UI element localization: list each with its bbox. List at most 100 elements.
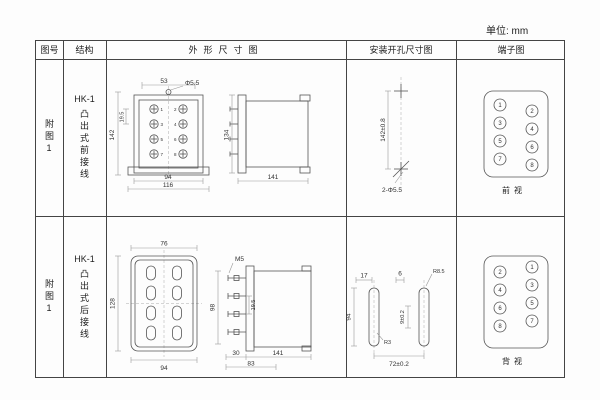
unit-label: 单位: mm [486, 26, 529, 37]
svg-text:5: 5 [161, 137, 164, 142]
svg-text:1: 1 [530, 265, 534, 271]
figure-number: 附图1 [44, 119, 54, 156]
svg-text:3: 3 [498, 121, 502, 127]
svg-text:3: 3 [530, 283, 534, 289]
dim-label: 76 [160, 241, 168, 248]
row2-figure-number-cell: 附图1 [36, 216, 63, 379]
svg-text:8: 8 [498, 324, 502, 330]
table-gridline [63, 41, 64, 377]
dim-label: 141 [273, 350, 284, 357]
dim-label: 53 [160, 78, 168, 85]
dim-label: 142±0.8 [380, 118, 387, 142]
svg-text:6: 6 [498, 306, 502, 312]
dim-label: 6 [398, 271, 402, 278]
row2-structure-cell: HK-1 凸出式后接线 [63, 216, 106, 379]
dim-label: 128 [110, 298, 117, 309]
structure-type: 凸出式前接线 [79, 109, 89, 181]
dim-label: 98 [210, 304, 217, 312]
row1-terminal-diagram: 1 3 5 7 2 4 6 8 前视 [483, 90, 549, 195]
dim-label: M5 [235, 256, 244, 263]
figure-number: 附图1 [44, 279, 54, 316]
dim-label: 19.5 [251, 300, 257, 311]
dim-label: 30 [232, 350, 240, 357]
table-gridline [456, 41, 457, 377]
spec-table: 图号 结构 外形尺寸图 安装开孔尺寸图 端子图 附图1 HK-1 凸出式前接线 [35, 40, 565, 378]
dim-label: Φ5.5 [185, 80, 200, 87]
dim-label: 141 [268, 174, 279, 181]
dim-label: 142 [109, 129, 116, 140]
header-structure: 结构 [75, 45, 94, 55]
table-gridline [36, 216, 564, 217]
svg-text:4: 4 [498, 288, 502, 294]
relay-front-view [127, 89, 210, 176]
svg-text:8: 8 [174, 152, 177, 157]
table-gridline [106, 41, 107, 377]
dim-label: 2-Φ5.5 [382, 187, 402, 194]
dim-label: 72±0.2 [389, 361, 409, 368]
row1-terminal-cell: 1 3 5 7 2 4 6 8 前视 [456, 59, 566, 216]
terminal-circle-numbers: 2 4 6 8 1 3 5 7 [498, 265, 534, 330]
structure-type: 凸出式后接线 [79, 269, 89, 341]
dim-label: 83 [247, 361, 255, 368]
relay-rear-view [130, 255, 198, 352]
dimension-lines [351, 273, 433, 359]
dim-label: R3 [384, 340, 391, 346]
row2-outline-drawing: 76 128 94 M5 98 19.5 30 141 83 [110, 241, 312, 372]
terminal-circle-numbers: 1 3 5 7 2 4 6 8 [498, 103, 534, 169]
svg-text:1: 1 [498, 103, 502, 109]
svg-text:5: 5 [498, 139, 502, 145]
dim-label: R8.5 [433, 269, 445, 275]
svg-text:6: 6 [530, 145, 534, 151]
svg-text:7: 7 [498, 157, 502, 163]
dimension-lines [385, 90, 404, 184]
row2-outline-cell: 76 128 94 M5 98 19.5 30 141 83 [106, 216, 346, 379]
terminal-circles [493, 260, 539, 333]
table-gridline [346, 41, 347, 377]
header-outline-dimensions: 外形尺寸图 [188, 45, 264, 55]
row2-terminal-cell: 2 4 6 8 1 3 5 7 背视 [456, 216, 566, 379]
terminal-block-outline [483, 255, 549, 349]
dimension-lines [115, 82, 309, 192]
dim-label: 94 [346, 313, 353, 321]
mounting-hole-marks [392, 84, 410, 178]
row1-mounting-drawing: 142±0.8 2-Φ5.5 [380, 77, 410, 194]
dim-label: 116 [163, 182, 174, 189]
svg-text:8: 8 [530, 163, 534, 169]
row2-mounting-drawing: 17 6 R8.5 94 9±0.2 72±0.2 R3 [346, 269, 445, 368]
svg-text:2: 2 [174, 107, 177, 112]
mounting-slots [368, 287, 430, 347]
relay-model: HK-1 [74, 254, 95, 264]
svg-text:2: 2 [530, 109, 534, 115]
terminal-block-outline [483, 90, 549, 178]
row2-terminal-diagram: 2 4 6 8 1 3 5 7 背视 [483, 255, 549, 366]
terminal-numbers: 1 2 3 4 5 6 7 8 [161, 107, 177, 157]
row1-outline-cell: 1 2 3 4 5 6 7 8 [106, 59, 346, 216]
dimension-lines [115, 245, 312, 370]
centerline [126, 250, 202, 357]
dim-label: 134 [224, 129, 231, 140]
row1-structure-cell: HK-1 凸出式前接线 [63, 59, 106, 216]
centerline [373, 280, 425, 354]
relay-model: HK-1 [74, 94, 95, 104]
svg-text:7: 7 [161, 152, 164, 157]
svg-text:2: 2 [498, 270, 502, 276]
dim-label: 9±0.2 [400, 310, 406, 324]
svg-text:1: 1 [161, 107, 164, 112]
row1-outline-drawing: 1 2 3 4 5 6 7 8 [109, 78, 311, 192]
svg-text:4: 4 [174, 122, 177, 127]
header-figure-number: 图号 [40, 45, 59, 55]
header-mounting-holes: 安装开孔尺寸图 [369, 45, 433, 55]
row1-figure-number-cell: 附图1 [36, 59, 63, 216]
relay-side-view [229, 94, 311, 174]
dim-label: 94 [160, 365, 168, 372]
svg-text:6: 6 [174, 137, 177, 142]
svg-text:3: 3 [161, 122, 164, 127]
view-label: 背视 [502, 356, 526, 366]
dim-label: 94 [164, 174, 172, 181]
table-gridline [36, 59, 564, 60]
svg-text:7: 7 [530, 319, 534, 325]
terminal-circles [493, 98, 539, 172]
row2-mounting-cell: 17 6 R8.5 94 9±0.2 72±0.2 R3 [346, 216, 456, 379]
row1-mounting-cell: 142±0.8 2-Φ5.5 [346, 59, 456, 216]
